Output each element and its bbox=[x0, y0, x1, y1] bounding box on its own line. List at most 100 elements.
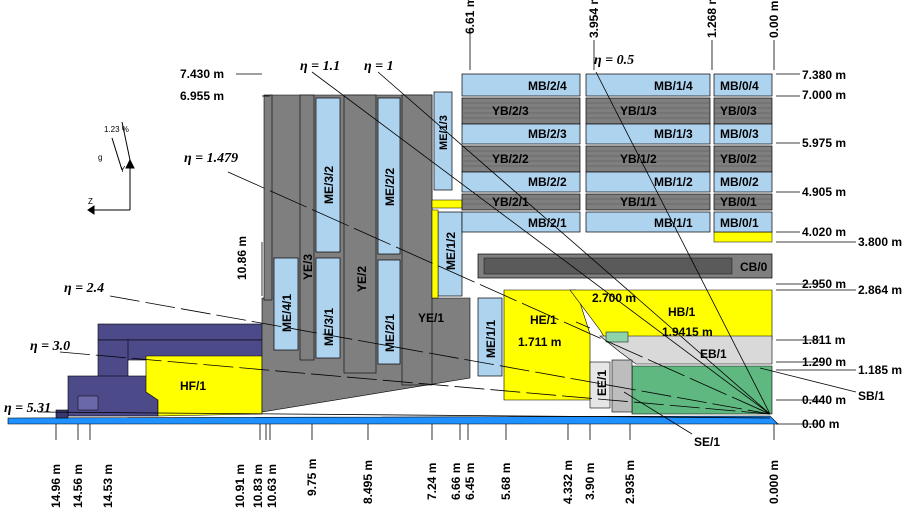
label-mb01: MB/0/1 bbox=[720, 216, 759, 230]
label-sb1: SB/1 bbox=[858, 389, 885, 403]
right-r-labels: 7.380 m 7.000 m 5.975 m 4.905 m 4.020 m … bbox=[802, 68, 902, 431]
eta-3-0: η = 3.0 bbox=[30, 339, 70, 354]
label-ee1: EE/1 bbox=[595, 370, 609, 396]
r-2-950: 2.950 m bbox=[802, 277, 846, 291]
label-mb02: MB/0/2 bbox=[720, 175, 759, 189]
label-cb0: CB/0 bbox=[740, 260, 768, 274]
label-mb22: MB/2/2 bbox=[528, 175, 567, 189]
r-7-380: 7.380 m bbox=[802, 68, 846, 82]
eta-1-479: η = 1.479 bbox=[184, 151, 238, 166]
label-yb23: YB/2/3 bbox=[492, 104, 529, 118]
label-yb11: YB/1/1 bbox=[620, 195, 657, 209]
label-mb04: MB/0/4 bbox=[720, 79, 759, 93]
z-5-68: 5.68 m bbox=[499, 463, 513, 500]
top-z-0-00: 0.00 m bbox=[767, 1, 781, 38]
label-me31: ME/3/1 bbox=[322, 308, 336, 346]
top-z-6-61: 6.61 m bbox=[463, 0, 477, 34]
r-5-975: 5.975 m bbox=[802, 136, 846, 150]
eta-0-5: η = 0.5 bbox=[594, 53, 634, 68]
yoke-stripes bbox=[462, 102, 772, 205]
label-mb23: MB/2/3 bbox=[528, 127, 567, 141]
axis-y: Y bbox=[120, 165, 126, 174]
r-1-9415: 1.9415 m bbox=[662, 325, 713, 339]
top-z-1-268: 1.268 m bbox=[705, 0, 719, 38]
z-2-935: 2.935 m bbox=[623, 460, 637, 504]
r-1-811: 1.811 m bbox=[802, 333, 845, 347]
label-yb22: YB/2/2 bbox=[492, 152, 529, 166]
z-9-75: 9.75 m bbox=[305, 459, 319, 496]
label-yb21: YB/2/1 bbox=[492, 195, 529, 209]
label-mb11: MB/1/1 bbox=[654, 216, 693, 230]
ecal-region bbox=[631, 365, 773, 415]
forward-structure bbox=[55, 323, 267, 419]
z-8-495: 8.495 m bbox=[361, 460, 375, 504]
label-se1: SE/1 bbox=[694, 435, 720, 449]
bottom-z-labels: 14.96 m 14.56 m 14.53 m 10.91 m 10.83 m … bbox=[49, 459, 781, 508]
label-yb02: YB/0/2 bbox=[720, 152, 757, 166]
z-3-90: 3.90 m bbox=[583, 463, 597, 500]
label-yb01: YB/0/1 bbox=[720, 195, 757, 209]
label-mb13: MB/1/3 bbox=[654, 127, 693, 141]
label-yb12: YB/1/2 bbox=[620, 152, 657, 166]
label-yb13: YB/1/3 bbox=[620, 104, 657, 118]
r-2-864: 2.864 m bbox=[858, 283, 902, 297]
z-14-56: 14.56 m bbox=[71, 464, 85, 508]
axis-angle: 1.23 % bbox=[104, 125, 129, 134]
eta-2-4: η = 2.4 bbox=[64, 281, 104, 296]
endcap-labels: ME/1/3 ME/3/2 ME/2/2 ME/1/2 YE/3 YE/2 YE… bbox=[280, 115, 498, 358]
z-7-24: 7.24 m bbox=[425, 463, 439, 500]
axis-g: g bbox=[98, 153, 102, 162]
barrel bbox=[461, 73, 773, 279]
label-hf1: HF/1 bbox=[180, 379, 206, 393]
label-me32: ME/3/2 bbox=[322, 166, 336, 204]
r-4-020: 4.020 m bbox=[802, 225, 846, 239]
eta-5-31: η = 5.31 bbox=[4, 401, 51, 416]
z-6-66: 6.66 m bbox=[449, 463, 463, 500]
z-14-53: 14.53 m bbox=[101, 464, 115, 508]
label-me12: ME/1/2 bbox=[444, 232, 458, 270]
label-ye3: YE/3 bbox=[301, 254, 315, 280]
axis-triad bbox=[87, 121, 135, 215]
label-hb1: HB/1 bbox=[668, 305, 696, 319]
r-10-86: 10.86 m bbox=[235, 236, 249, 280]
label-me41: ME/4/1 bbox=[280, 294, 294, 332]
label-mb21: MB/2/1 bbox=[528, 216, 567, 230]
z-0-000: 0.000 m bbox=[767, 460, 781, 504]
eta-1-1: η = 1.1 bbox=[300, 59, 340, 74]
axis-z: Z bbox=[88, 197, 93, 206]
z-10-63: 10.63 m bbox=[265, 464, 279, 508]
r-0-00: 0.00 m bbox=[802, 417, 839, 431]
label-yb03: YB/0/3 bbox=[720, 104, 757, 118]
label-mb03: MB/0/3 bbox=[720, 127, 759, 141]
r-1-185: 1.185 m bbox=[858, 363, 902, 377]
z-6-45: 6.45 m bbox=[463, 463, 477, 500]
label-me21: ME/2/1 bbox=[383, 314, 397, 352]
label-mb24: MB/2/4 bbox=[528, 79, 567, 93]
he-block bbox=[431, 199, 463, 209]
label-he1: HE/1 bbox=[530, 313, 557, 327]
eb-region bbox=[599, 335, 773, 365]
z-14-96: 14.96 m bbox=[49, 464, 63, 508]
top-z-3-954: 3.954 m bbox=[587, 0, 601, 38]
eta-lines bbox=[37, 71, 771, 419]
r-2-700: 2.700 m bbox=[592, 291, 636, 305]
r-4-905: 4.905 m bbox=[802, 185, 846, 199]
eta-1: η = 1 bbox=[364, 59, 394, 74]
z-10-91: 10.91 m bbox=[233, 464, 247, 508]
label-me11: ME/1/1 bbox=[484, 320, 498, 358]
barrel-labels: MB/2/4 MB/1/4 MB/0/4 YB/2/3 YB/1/3 YB/0/… bbox=[492, 79, 768, 274]
label-me22: ME/2/2 bbox=[383, 168, 397, 206]
r-0-440: 0.440 m bbox=[802, 393, 846, 407]
label-ye1: YE/1 bbox=[418, 311, 444, 325]
label-ye2: YE/2 bbox=[355, 266, 369, 292]
r-1-711: 1.711 m bbox=[518, 335, 561, 349]
yellow-strip bbox=[713, 231, 773, 243]
endcap-chambers bbox=[273, 91, 503, 377]
z-4-332: 4.332 m bbox=[561, 460, 575, 504]
z-10-83: 10.83 m bbox=[251, 464, 265, 508]
label-eb1: EB/1 bbox=[700, 347, 727, 361]
r-6-955: 6.955 m bbox=[180, 89, 224, 103]
label-mb12: MB/1/2 bbox=[654, 175, 693, 189]
